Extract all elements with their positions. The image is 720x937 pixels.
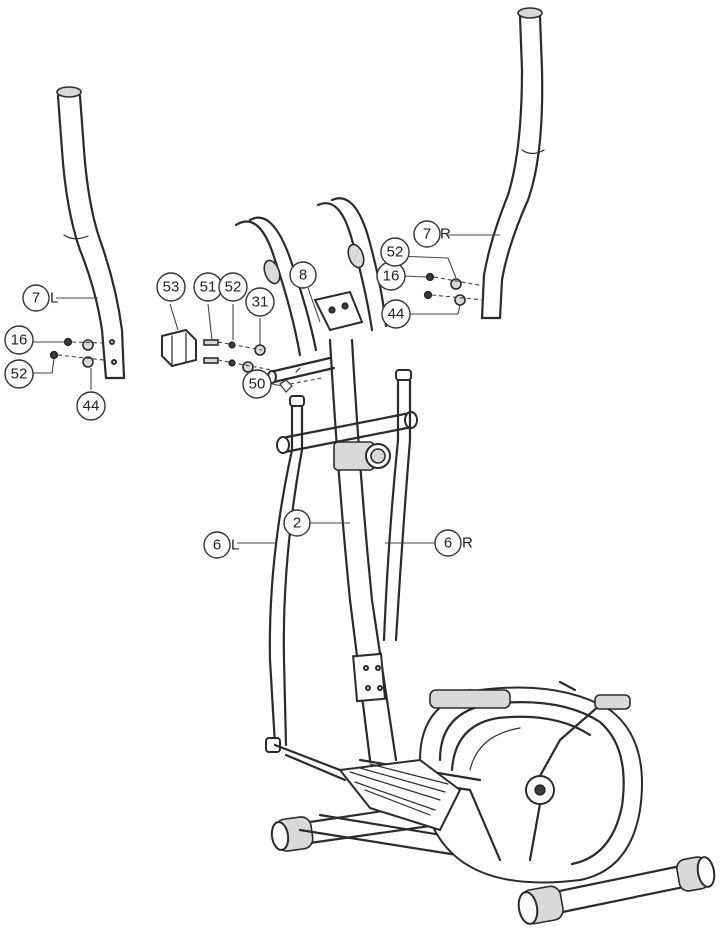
callout-16-right: 16 bbox=[376, 261, 406, 291]
fastener-group-left bbox=[49, 337, 105, 368]
callout-7R: 7 R bbox=[413, 220, 451, 248]
leader-lines bbox=[33, 234, 500, 544]
callout-8: 8 bbox=[289, 261, 317, 289]
main-frame bbox=[234, 197, 716, 925]
callout-6R-side: R bbox=[462, 535, 473, 552]
callout-7L-side: L bbox=[50, 290, 58, 307]
callout-7L-number: 7 bbox=[32, 290, 40, 307]
callout-44-right-number: 44 bbox=[388, 306, 405, 323]
callout-51-number: 51 bbox=[200, 279, 217, 296]
callout-44-right: 44 bbox=[381, 299, 411, 329]
callout-52-left: 52 bbox=[4, 359, 34, 389]
callout-2-number: 2 bbox=[293, 515, 301, 532]
callout-6L-side: L bbox=[231, 537, 239, 554]
callout-7R-number: 7 bbox=[423, 226, 431, 243]
callout-31-number: 31 bbox=[252, 294, 269, 311]
callout-6L-number: 6 bbox=[213, 537, 221, 554]
handlebar-left-7L bbox=[56, 86, 126, 380]
callout-16-left: 16 bbox=[4, 325, 34, 355]
fastener-group-right bbox=[423, 272, 485, 306]
callout-6R: 6 R bbox=[434, 529, 473, 557]
fastener-group-middle bbox=[161, 328, 323, 393]
callout-8-number: 8 bbox=[299, 267, 307, 284]
callout-52-middle: 52 bbox=[218, 272, 248, 302]
callout-2: 2 bbox=[283, 509, 311, 537]
callout-6R-number: 6 bbox=[444, 535, 452, 552]
callout-53-number: 53 bbox=[163, 279, 180, 296]
callout-16-left-number: 16 bbox=[11, 332, 28, 349]
callout-7R-side: R bbox=[440, 226, 451, 243]
callout-51: 51 bbox=[193, 272, 223, 302]
callout-52-left-number: 52 bbox=[11, 366, 28, 383]
callout-31: 31 bbox=[245, 287, 275, 317]
callout-6L: 6 L bbox=[203, 531, 239, 559]
callout-50-number: 50 bbox=[249, 376, 266, 393]
callout-52-right-number: 52 bbox=[387, 244, 404, 261]
callout-44-left-number: 44 bbox=[83, 398, 100, 415]
handlebar-right-7R bbox=[480, 7, 545, 320]
callout-52-right: 52 bbox=[380, 237, 410, 267]
callout-7L: 7 L bbox=[22, 284, 58, 312]
callout-53: 53 bbox=[156, 272, 186, 302]
callout-52-middle-number: 52 bbox=[225, 279, 242, 296]
callout-16-right-number: 16 bbox=[383, 268, 400, 285]
callout-50: 50 bbox=[242, 369, 272, 399]
callout-44-left: 44 bbox=[76, 391, 106, 421]
